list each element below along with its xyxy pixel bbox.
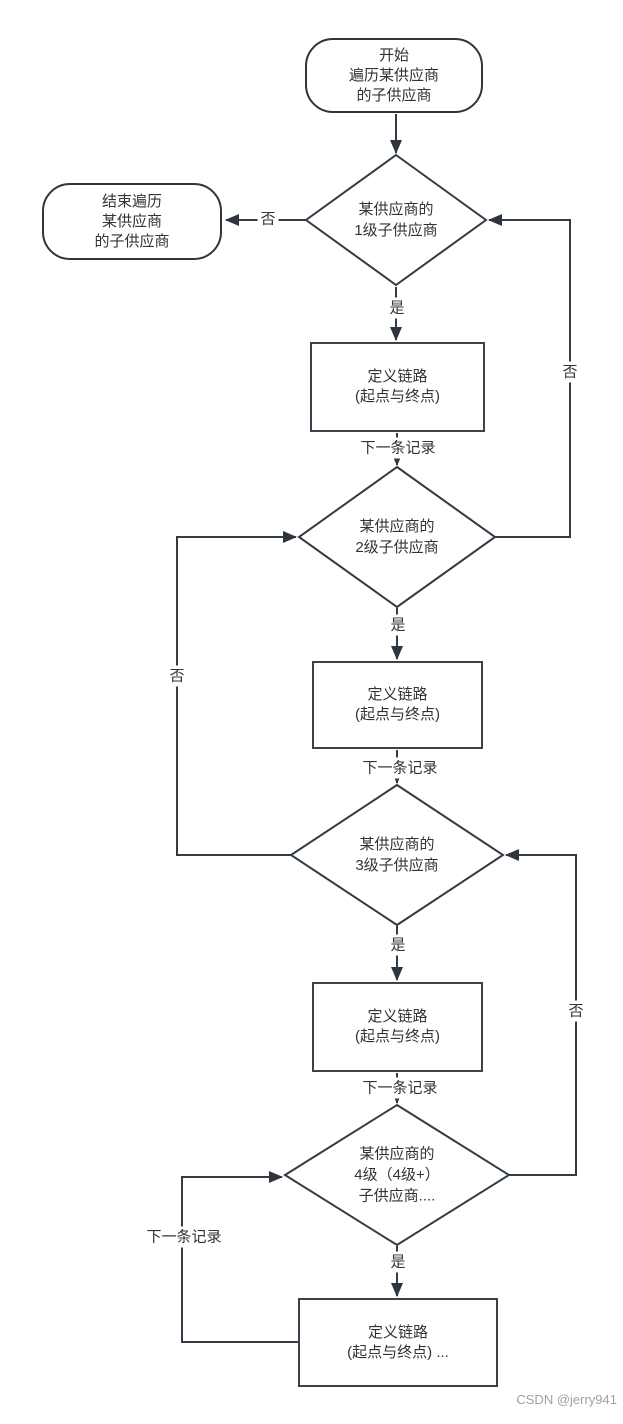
edge-process4-loop-to-decision4	[181, 1171, 298, 1343]
edge-label-yes-3: 是	[387, 934, 409, 956]
decision3-diamond-shape	[289, 783, 505, 927]
process3-label: 定义链路 (起点与终点)	[355, 1008, 440, 1045]
watermark-text: CSDN @jerry941	[516, 1392, 617, 1407]
edge-decision2-no-to-decision1	[488, 214, 571, 538]
process1-label: 定义链路 (起点与终点)	[355, 368, 440, 405]
edge-label-next-record-4: 下一条记录	[143, 1226, 225, 1248]
edge-label-no-1: 否	[257, 208, 279, 230]
edge-label-next-record-2: 下一条记录	[359, 757, 441, 779]
edge-label-yes-4: 是	[387, 1251, 409, 1273]
process2-box: 定义链路 (起点与终点)	[312, 661, 483, 749]
edge-label-yes-1: 是	[386, 297, 408, 319]
edge-decision3-no-to-decision2	[176, 531, 297, 856]
decision2-diamond-shape	[297, 465, 497, 609]
decision1-diamond-shape	[304, 153, 488, 287]
process1-box: 定义链路 (起点与终点)	[310, 342, 485, 432]
edge-label-yes-2: 是	[387, 614, 409, 636]
start-terminator: 开始 遍历某供应商 的子供应商	[305, 38, 483, 113]
edge-label-no-2: 否	[559, 361, 581, 383]
edge-label-no-4: 否	[565, 1000, 587, 1022]
edge-label-next-record-1: 下一条记录	[357, 437, 439, 459]
process3-box: 定义链路 (起点与终点)	[312, 982, 483, 1072]
edge-label-no-3: 否	[166, 665, 188, 687]
decision4-diamond-shape	[283, 1103, 511, 1247]
start-label: 开始 遍历某供应商 的子供应商	[348, 46, 439, 104]
edge-label-next-record-3: 下一条记录	[359, 1077, 441, 1099]
process4-label: 定义链路 (起点与终点) ...	[347, 1323, 449, 1361]
end-label: 结束遍历 某供应商 的子供应商	[94, 192, 170, 250]
end-terminator: 结束遍历 某供应商 的子供应商	[42, 183, 222, 260]
process2-label: 定义链路 (起点与终点)	[355, 686, 440, 723]
process4-box: 定义链路 (起点与终点) ...	[298, 1298, 498, 1387]
